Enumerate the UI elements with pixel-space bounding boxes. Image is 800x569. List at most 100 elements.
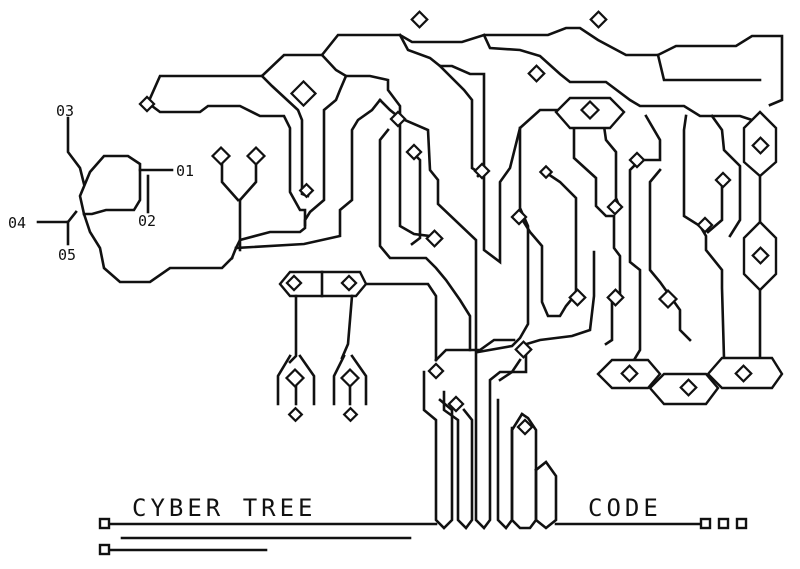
diamond-node (138, 95, 156, 113)
diamond-node (538, 164, 554, 180)
crown-right-2 (518, 172, 578, 318)
connector-pad-right-2 (717, 517, 730, 530)
crown-mid-7 (378, 98, 432, 238)
diamond-node (620, 364, 639, 383)
crown-mid-10 (410, 150, 422, 246)
diamond-node (516, 418, 534, 436)
diamond-node (427, 362, 445, 380)
diamond-node (342, 406, 359, 423)
diamond-nodes (138, 10, 770, 436)
diamond-node (210, 145, 232, 167)
fork-b-left (332, 354, 346, 406)
left-branch: 03 01 02 04 05 (8, 102, 234, 284)
crown-right-10 (706, 178, 724, 234)
diamond-node (473, 162, 491, 180)
fork-a-right (298, 354, 316, 406)
fork-b-right (350, 354, 368, 406)
diamond-node (245, 145, 267, 167)
trunk-left-outer (422, 370, 454, 530)
diamond-node (339, 367, 361, 389)
diamond-node (510, 208, 528, 226)
diamond-node (410, 10, 429, 29)
trunk-left-inner (442, 390, 474, 530)
trunk-center (474, 348, 528, 530)
fork-left (220, 160, 240, 202)
diamond-node (285, 274, 303, 292)
diamond-node (606, 198, 624, 216)
diamond-node (405, 143, 423, 161)
pin-03-trace (66, 116, 86, 186)
diamond-node-large (289, 79, 318, 108)
right-pad-cluster (554, 96, 784, 406)
diamond-node (447, 395, 465, 413)
trunk-right-link (498, 358, 522, 382)
left-pad-cluster (276, 270, 438, 406)
crown-mid-8 (398, 116, 478, 352)
diamond-node (751, 246, 770, 265)
crown-right-9 (710, 114, 742, 238)
diamond-node (284, 367, 306, 389)
trunk-right-outer (534, 460, 558, 530)
connector-pad-left-top (98, 517, 111, 530)
crown-right-3 (476, 126, 530, 354)
diamond-node (696, 216, 714, 234)
crown-mid-4 (482, 33, 754, 122)
diamond-node (340, 274, 358, 292)
connector-pad-left-bottom (98, 543, 111, 556)
connector-pad-right-1 (699, 517, 712, 530)
diagram-title: CYBER TREE (132, 494, 317, 522)
diamond-node (527, 64, 546, 83)
diamond-node (298, 182, 315, 199)
diamond-node (287, 406, 304, 423)
diamond-node (579, 99, 601, 121)
upper-fork (220, 160, 258, 252)
crown-outline-top (146, 26, 784, 107)
crown-arc-left (146, 101, 307, 227)
diamond-node (628, 151, 646, 169)
pin-label-02: 02 (138, 212, 156, 230)
diamond-node (589, 10, 608, 29)
crown-right-4 (602, 124, 622, 210)
code-label: CODE (588, 494, 662, 522)
left-branch-main (82, 212, 234, 284)
pad-drop-2 (340, 294, 354, 360)
crown-mid-3 (398, 33, 486, 178)
crown-right-8 (682, 114, 726, 360)
crown-mid-9 (378, 128, 472, 352)
diamond-node (751, 136, 770, 155)
trunk (422, 338, 558, 530)
left-branch-ring (78, 154, 142, 216)
crown-mid-5 (438, 64, 578, 265)
fork-a-left (276, 354, 292, 406)
pin-04-trace (36, 210, 78, 224)
trunk-right-pad (510, 412, 538, 530)
crown-right-6 (618, 114, 662, 364)
diamond-node (714, 171, 732, 189)
diamond-node (568, 288, 587, 307)
connector-pad-right-3 (735, 517, 748, 530)
diamond-node (734, 364, 753, 383)
trunk-right-inner (496, 398, 524, 530)
pin-label-05: 05 (58, 246, 76, 264)
pin-label-03: 03 (56, 102, 74, 120)
diamond-node (679, 378, 698, 397)
pin-label-04: 04 (8, 214, 26, 232)
crown-mid-1 (320, 53, 402, 122)
pin-label-01: 01 (176, 162, 194, 180)
diamond-node (389, 110, 407, 128)
trunk-wave-top (434, 338, 516, 362)
diamond-node (657, 288, 679, 310)
diamond-node (606, 288, 625, 307)
diamond-node (425, 229, 444, 248)
pad-to-trunk (364, 282, 438, 362)
crown-mid-6 (234, 98, 382, 250)
diamond-node (514, 340, 533, 359)
crown-right-7 (648, 168, 692, 342)
base-lines (98, 517, 748, 556)
crown-right-5 (518, 250, 596, 348)
crown-outline-right (656, 53, 762, 82)
crown-right-1 (572, 114, 622, 346)
fork-right (238, 160, 258, 202)
